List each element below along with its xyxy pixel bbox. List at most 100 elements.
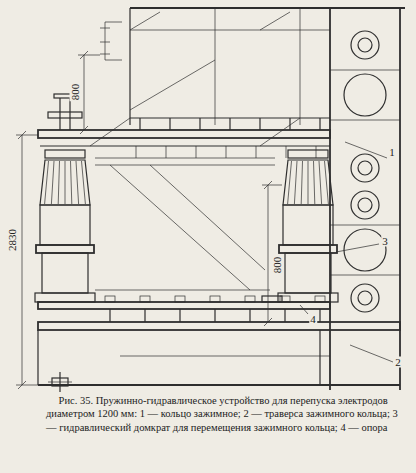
hydraulic-jack-stroke xyxy=(283,160,333,205)
plate-rib-stroke xyxy=(105,296,115,302)
hydraulic-jack-stroke xyxy=(40,205,90,245)
clamping-ring-stroke xyxy=(40,145,330,146)
roller-stroke xyxy=(358,161,372,175)
traverse-stroke xyxy=(37,330,38,385)
dimension-line-stroke xyxy=(80,126,88,134)
dimension-line-stroke xyxy=(80,51,88,59)
ring-rib-stroke xyxy=(229,118,230,130)
ring-rib-stroke xyxy=(169,118,170,130)
dimension-line-stroke xyxy=(264,181,272,189)
ring-rib-stroke xyxy=(286,146,287,158)
dimension-line-stroke xyxy=(268,185,269,322)
plate-rib-stroke xyxy=(245,296,255,302)
upper-rod-stroke xyxy=(69,98,70,130)
hydraulic-jack xyxy=(35,150,95,302)
roller-stroke xyxy=(358,38,372,52)
left-bracket-stroke xyxy=(100,54,110,55)
hydraulic-jack xyxy=(278,150,338,302)
right-column-stroke xyxy=(330,225,400,226)
plate-rib-stroke xyxy=(210,296,220,302)
figure-caption: Рис. 35. Пружинно-гидравлическое устройс… xyxy=(46,394,410,434)
right-column-stroke xyxy=(330,120,400,121)
traverse-stroke xyxy=(319,330,320,385)
ring-rib xyxy=(136,118,320,158)
hydraulic-jack-stroke xyxy=(58,161,59,204)
upper-housing-stroke xyxy=(300,8,301,125)
roller-stroke xyxy=(358,291,372,305)
ring-rib-stroke xyxy=(139,118,140,130)
plate-rib-stroke xyxy=(144,309,145,322)
plate-rib-stroke xyxy=(175,296,185,302)
ring-rib-stroke xyxy=(316,146,317,158)
ring-rib-stroke xyxy=(136,146,137,158)
ring-rib-stroke xyxy=(259,118,260,130)
hydraulic-jack-stroke xyxy=(76,161,79,204)
right-column-stroke xyxy=(330,275,400,276)
right-column-stroke xyxy=(329,8,331,390)
traverse-stroke xyxy=(38,322,400,330)
dimension-line-stroke xyxy=(16,385,38,386)
lower-plate-stroke xyxy=(38,302,330,309)
hydraulic-jack-stroke xyxy=(36,245,94,253)
roller-stroke xyxy=(351,284,379,312)
dimension-line-stroke xyxy=(16,135,38,136)
ring-rib-stroke xyxy=(166,146,167,158)
right-column-stroke xyxy=(330,70,400,71)
plate-rib-stroke xyxy=(249,309,250,322)
dimension-label: 800 xyxy=(272,256,283,275)
ring-rib-stroke xyxy=(256,146,257,158)
right-column xyxy=(330,8,400,390)
hydraulic-jack-stroke xyxy=(51,161,54,204)
traverse-stroke xyxy=(38,384,400,386)
plate-rib-stroke xyxy=(319,309,320,322)
dimension-line-stroke xyxy=(84,55,85,130)
plate-rib-stroke xyxy=(280,296,290,302)
roller-stroke xyxy=(344,74,386,116)
left-bracket-stroke xyxy=(100,28,110,29)
hydraulic-jack-stroke xyxy=(45,161,49,204)
ring-rib-stroke xyxy=(196,146,197,158)
callout-number: 2 xyxy=(394,357,402,368)
plate-rib-stroke xyxy=(109,309,110,322)
traverse-stroke xyxy=(120,356,330,357)
upper-housing-stroke xyxy=(215,8,216,125)
hydraulic-jack-stroke xyxy=(294,161,297,204)
traverse xyxy=(38,322,400,385)
inner-frame xyxy=(95,158,275,290)
upper-rod-stroke xyxy=(59,98,60,130)
lower-plate xyxy=(38,302,330,309)
callout-number: 4 xyxy=(309,314,317,325)
dimension-line-stroke xyxy=(18,381,26,389)
dimension-line-stroke xyxy=(262,185,282,186)
clamping-ring-stroke xyxy=(90,118,130,146)
dimension-line xyxy=(16,51,282,389)
roller-stroke xyxy=(351,31,379,59)
plate-rib-stroke xyxy=(284,309,285,322)
upper-housing-stroke xyxy=(130,12,160,30)
hydraulic-jack-stroke xyxy=(283,205,333,245)
hydraulic-jack-stroke xyxy=(314,161,315,204)
hydraulic-jack-stroke xyxy=(288,150,328,158)
inner-frame-stroke xyxy=(95,290,270,291)
roller-stroke xyxy=(351,154,379,182)
ring-rib-stroke xyxy=(199,118,200,130)
upper-housing-stroke xyxy=(130,30,330,31)
hydraulic-jack-stroke xyxy=(71,161,72,204)
hydraulic-jack-stroke xyxy=(301,161,302,204)
plate-rib-stroke xyxy=(179,309,180,322)
roller xyxy=(344,31,386,312)
hydraulic-jack-stroke xyxy=(45,150,85,158)
hydraulic-jack-stroke xyxy=(288,161,292,204)
plate-rib xyxy=(105,296,325,322)
hydraulic-jack-stroke xyxy=(285,253,331,293)
dimension-line-stroke xyxy=(22,135,23,385)
bolt-symbol xyxy=(48,372,72,392)
callout-number: 1 xyxy=(388,147,396,158)
plate-rib-stroke xyxy=(315,296,325,302)
left-bracket-stroke xyxy=(100,42,110,43)
dimension-line-stroke xyxy=(18,131,26,139)
upper-housing-stroke xyxy=(130,7,405,9)
ring-rib-stroke xyxy=(319,118,320,130)
leader-line xyxy=(300,142,393,362)
